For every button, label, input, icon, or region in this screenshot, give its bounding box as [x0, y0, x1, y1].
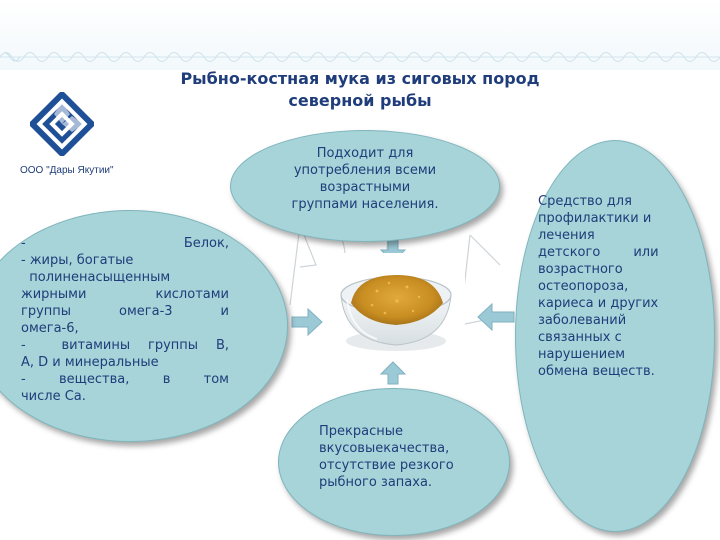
ornament-wave [23, 52, 49, 62]
ornament-wave [239, 52, 265, 62]
text-line: Прекрасные [319, 424, 404, 439]
oval-osteoporosis: Средство для профилактики и лечения детс… [515, 140, 715, 532]
text-line: детского или [538, 245, 659, 260]
text-line: - вещества, в том [21, 372, 229, 387]
text-line: заболеваний [538, 313, 627, 328]
text-line: кариеса и других [538, 296, 659, 311]
ornament-wave [191, 52, 217, 62]
text-line: Средство для [538, 194, 632, 209]
ornament-wave [455, 52, 481, 62]
ornament-wave [0, 52, 25, 62]
text-line: Подходит для [316, 146, 414, 161]
text-line: группами населения. [291, 197, 439, 212]
ornament-wave [359, 52, 385, 62]
ornament-wave [287, 52, 313, 62]
ornament-wave [623, 52, 649, 62]
ornament-wave [335, 52, 361, 62]
text-line: A, D и минеральные [21, 355, 159, 370]
ornament-wave [167, 52, 193, 62]
slide-title: Рыбно-костная мука из сиговых пород севе… [140, 68, 580, 112]
ornament-wave [695, 52, 720, 62]
ornament-wave [479, 52, 505, 62]
text-line: рыбного запаха. [319, 475, 433, 490]
oval-age-groups: Подходит для употребления всеми возрастн… [230, 130, 500, 242]
ornament-wave [119, 52, 145, 62]
header-band [0, 0, 720, 70]
arrow-left-icon [477, 302, 515, 332]
ornament-wave [47, 52, 73, 62]
text-line: остеопороза, [538, 279, 629, 294]
text-line: группы омега-3 и [21, 304, 229, 319]
arrow-right-icon [291, 307, 323, 337]
ornament-wave [95, 52, 121, 62]
ornament-wave [599, 52, 625, 62]
ornament-wave [215, 52, 241, 62]
text-line: употребления всеми [293, 163, 437, 178]
oval-nutrients: - Белок, - жиры, богатые полиненасыщенны… [0, 210, 288, 442]
oval-age-groups-text: Подходит для употребления всеми возрастн… [231, 145, 499, 213]
text-line: обмена веществ. [538, 364, 655, 379]
text-line: - Белок, [21, 236, 229, 251]
ornament-wave [527, 52, 553, 62]
ornament-wave [647, 52, 673, 62]
company-name: ООО "Дары Якутии" [20, 165, 114, 176]
square-spiral-logo-icon [30, 92, 94, 156]
text-line: возрастного [538, 262, 623, 277]
ornament-wave [671, 52, 697, 62]
oval-osteoporosis-text: Средство для профилактики и лечения детс… [538, 193, 694, 380]
ornament-wave [575, 52, 601, 62]
ornament-wave [407, 52, 433, 62]
ornament-wave [311, 52, 337, 62]
oval-taste: Прекрасные вкусовыекачества, отсутствие … [278, 388, 510, 536]
text-line: омега-6, [21, 321, 79, 336]
oval-nutrients-text: - Белок, - жиры, богатые полиненасыщенны… [21, 235, 229, 405]
text-line: нарушением [538, 347, 626, 362]
text-line: вкусовыекачества, [319, 441, 450, 456]
bowl-of-powder-icon [327, 253, 465, 361]
text-line: профилактики и [538, 211, 652, 226]
oval-taste-text: Прекрасные вкусовыекачества, отсутствие … [319, 423, 489, 491]
text-line: лечения [538, 228, 595, 243]
ornament-border [0, 52, 720, 62]
ornament-wave [383, 52, 409, 62]
ornament-wave [551, 52, 577, 62]
text-line: отсутствие резкого [319, 458, 454, 473]
ornament-wave [503, 52, 529, 62]
arrow-up-icon [379, 361, 407, 385]
text-line: жирными кислотами [21, 287, 229, 302]
ornament-wave [431, 52, 457, 62]
ornament-wave [263, 52, 289, 62]
text-line: связанных с [538, 330, 622, 345]
text-line: возрастными [319, 180, 411, 195]
text-line: - витамины группы B, [21, 338, 229, 353]
text-line: числе Ca. [21, 389, 86, 404]
title-line-2: северной рыбы [288, 91, 432, 110]
text-line: - жиры, богатые [21, 253, 134, 268]
ornament-wave [71, 52, 97, 62]
text-line: полиненасыщенным [21, 270, 171, 285]
title-line-1: Рыбно-костная мука из сиговых пород [180, 69, 540, 88]
ornament-wave [143, 52, 169, 62]
